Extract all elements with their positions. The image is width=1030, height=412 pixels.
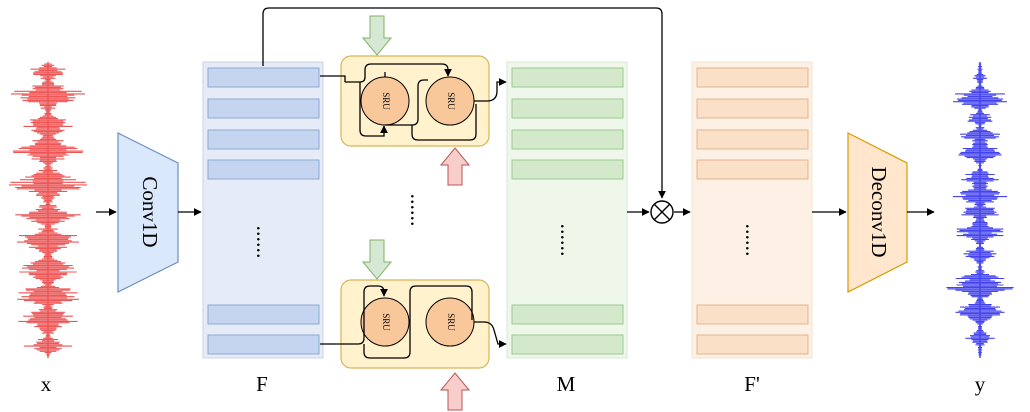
mask-label: M (557, 372, 576, 396)
sru-ellipsis: ...... (406, 194, 431, 227)
sru-cell-label: SRU (381, 92, 391, 110)
masked-feature-ellipsis: ...... (741, 224, 766, 257)
feature-bars (207, 67, 320, 355)
mask-ellipsis: ...... (556, 224, 581, 257)
feature-bar (207, 334, 320, 355)
feature-bar (511, 129, 624, 150)
feature-bar (696, 159, 809, 180)
input-label: x (41, 372, 52, 396)
sru-cell-label: SRU (381, 313, 391, 331)
down-arrow-icon (361, 239, 393, 280)
feature-bar (511, 98, 624, 119)
masked-feature-panel: ...... (691, 61, 813, 359)
sru-cell-label: SRU (446, 313, 456, 331)
feature-label: F (256, 372, 268, 396)
sru-block-bottom: SRU SRU (340, 279, 507, 369)
deconv1d-label: Deconv1D (867, 167, 891, 258)
feature-bar (696, 98, 809, 119)
conv1d-block: Conv1D (117, 132, 179, 293)
conv1d-label: Conv1D (138, 176, 162, 247)
feature-bar (511, 334, 624, 355)
feature-bar (207, 304, 320, 325)
feature-bar (511, 159, 624, 180)
masked-feature-label: F' (744, 372, 759, 396)
sru-cell-label: SRU (446, 92, 456, 110)
masked-feature-bars (696, 67, 809, 355)
mask-bars (511, 67, 624, 355)
sru-block-top: SRU SRU (340, 55, 507, 147)
feature-bar (511, 304, 624, 325)
feature-bar (207, 159, 320, 180)
feature-bar (696, 129, 809, 150)
feature-bar (207, 98, 320, 119)
output-waveform (946, 62, 1014, 358)
feature-bar (207, 67, 320, 88)
feature-bar (696, 67, 809, 88)
deconv1d-block: Deconv1D (847, 132, 908, 293)
feature-bar (696, 334, 809, 355)
up-arrow-icon (439, 147, 471, 186)
mask-panel: ...... (506, 61, 628, 359)
feature-bar (207, 129, 320, 150)
down-arrow-icon (361, 15, 393, 56)
up-arrow-icon (439, 372, 471, 411)
feature-bar (696, 304, 809, 325)
feature-bar (511, 67, 624, 88)
feature-panel: ...... (202, 61, 324, 359)
output-label: y (975, 372, 986, 396)
skip-connection-arrow (262, 7, 666, 199)
input-waveform (8, 62, 88, 358)
circled-times-icon (650, 200, 674, 224)
feature-ellipsis: ...... (252, 226, 277, 259)
